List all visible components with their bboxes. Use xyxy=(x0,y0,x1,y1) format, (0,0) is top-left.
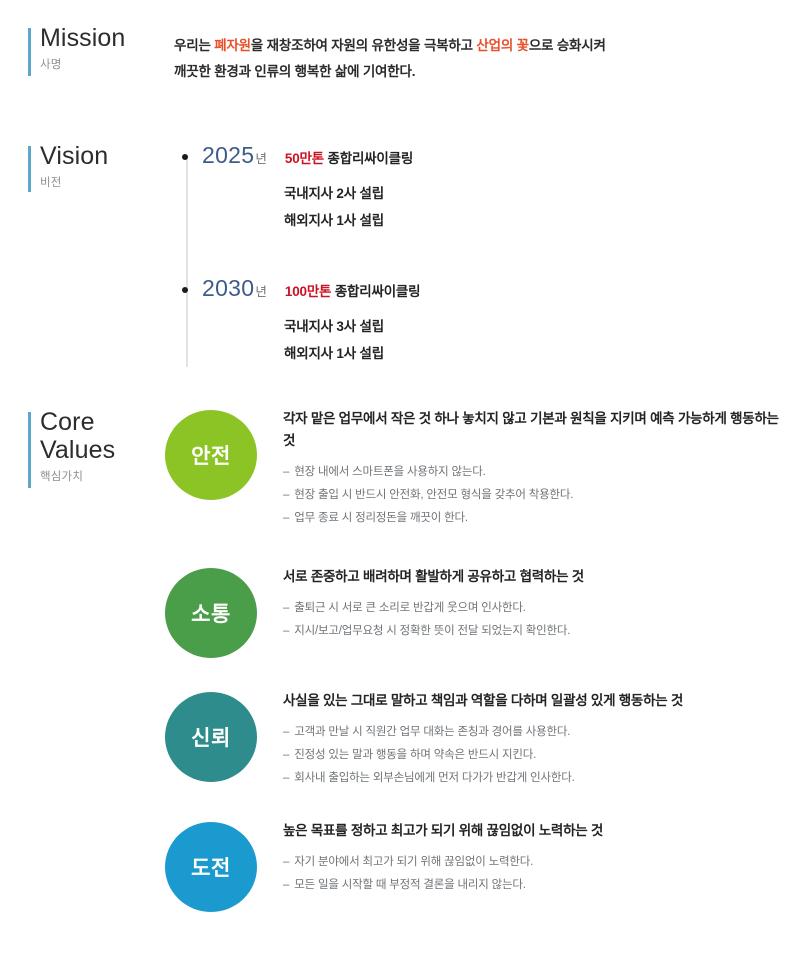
mission-text-post: 으로 승화시켜 xyxy=(528,38,606,53)
mission-heading-en: Mission xyxy=(40,24,126,52)
core-value-point: –회사내 출입하는 외부손님에게 먼저 다가가 반갑게 인사한다. xyxy=(283,767,783,790)
core-value-point-text: 진정성 있는 말과 행동을 하며 약속은 반드시 지킨다. xyxy=(294,749,537,762)
timeline-bullet-dot xyxy=(182,154,188,160)
mission-line-1: 우리는 폐자원을 재창조하여 자원의 유한성을 극복하고 산업의 꽃으로 승화시… xyxy=(174,33,774,59)
mission-accent-bar xyxy=(28,28,31,76)
core-value-point: –현장 내에서 스마트폰을 사용하지 않는다. xyxy=(283,461,783,484)
core-value-point-text: 고객과 만날 시 직원간 업무 대화는 존칭과 경어를 사용한다. xyxy=(294,725,571,738)
vision-heading-en: Vision xyxy=(40,142,109,170)
mission-highlight-industry-flower: 산업의 꽃 xyxy=(476,38,529,53)
core-value-point-text: 회사내 출입하는 외부손님에게 먼저 다가가 반갑게 인사한다. xyxy=(294,772,575,785)
core-value-point-text: 현장 내에서 스마트폰을 사용하지 않는다. xyxy=(294,465,486,478)
core-value-point: –고객과 만날 시 직원간 업무 대화는 존칭과 경어를 사용한다. xyxy=(283,721,783,744)
timeline-bullet-dot xyxy=(182,287,188,293)
core-value-title: 서로 존중하고 배려하며 활발하게 공유하고 협력하는 것 xyxy=(283,569,584,584)
vision-heading-block: Vision 비전 xyxy=(28,142,109,192)
core-value-badge-challenge: 도전 xyxy=(165,822,257,912)
vision-milestone-headline: 2025년 50만톤 종합리싸이클링 xyxy=(202,142,413,169)
core-value-title: 각자 맡은 업무에서 작은 것 하나 놓치지 않고 기본과 원칙을 지키며 예측… xyxy=(283,411,779,448)
vision-accent-bar xyxy=(28,146,31,192)
core-value-point-list: –자기 분야에서 최고가 되기 위해 끊임없이 노력한다. –모든 일을 시작할… xyxy=(283,851,783,897)
list-dash-icon: – xyxy=(283,625,290,638)
core-value-point-text: 자기 분야에서 최고가 되기 위해 끊임없이 노력한다. xyxy=(294,855,534,868)
core-value-point-text: 지시/보고/업무요청 시 정확한 뜻이 전달 되었는지 확인한다. xyxy=(294,625,571,638)
list-dash-icon: – xyxy=(283,512,290,525)
core-value-title: 높은 목표를 정하고 최고가 되기 위해 끊임없이 노력하는 것 xyxy=(283,823,604,838)
vision-target-amount: 50만톤 xyxy=(284,151,324,166)
mission-highlight-waste-resource: 폐자원 xyxy=(214,38,251,53)
list-dash-icon: – xyxy=(283,601,290,614)
core-value-content: 사실을 있는 그대로 말하고 책임과 역할을 다하며 일괄성 있게 행동하는 것… xyxy=(283,690,783,791)
core-values-heading-ko: 핵심가치 xyxy=(40,471,84,483)
core-value-point-text: 업무 종료 시 정리정돈을 깨끗이 한다. xyxy=(294,512,468,525)
core-values-heading-en: Core Values xyxy=(40,408,116,464)
list-dash-icon: – xyxy=(283,725,290,738)
vision-subline-list: 국내지사 2사 설립 해외지사 1사 설립 xyxy=(284,180,384,234)
core-value-point-list: –현장 내에서 스마트폰을 사용하지 않는다. –현장 출입 시 반드시 안전화… xyxy=(283,461,783,531)
mission-text-mid: 을 재창조하여 자원의 유한성을 극복하고 xyxy=(250,38,477,53)
list-dash-icon: – xyxy=(283,749,290,762)
vision-year: 2025 xyxy=(202,142,255,168)
vision-milestone-headline: 2030년 100만톤 종합리싸이클링 xyxy=(202,275,421,302)
core-value-point: –진정성 있는 말과 행동을 하며 약속은 반드시 지킨다. xyxy=(283,744,783,767)
vision-target-amount: 100만톤 xyxy=(284,284,332,299)
vision-year: 2030 xyxy=(202,275,255,301)
core-value-point-text: 현장 출입 시 반드시 안전화, 안전모 형식을 갖추어 착용한다. xyxy=(294,488,574,501)
core-values-accent-bar xyxy=(28,412,31,488)
vision-target-label: 종합리싸이클링 xyxy=(323,151,414,166)
core-value-point: –현장 출입 시 반드시 안전화, 안전모 형식을 갖추어 착용한다. xyxy=(283,484,783,507)
core-value-point-text: 모든 일을 시작할 때 부정적 결론을 내리지 않는다. xyxy=(294,879,526,892)
list-dash-icon: – xyxy=(283,879,290,892)
vision-year-suffix: 년 xyxy=(255,152,267,166)
mission-statement: 우리는 폐자원을 재창조하여 자원의 유한성을 극복하고 산업의 꽃으로 승화시… xyxy=(174,33,774,85)
core-values-heading-block: Core Values 핵심가치 xyxy=(28,408,116,488)
mission-text-pre: 우리는 xyxy=(174,38,215,53)
core-value-point-list: –출퇴근 시 서로 큰 소리로 반갑게 웃으며 인사한다. –지시/보고/업무요… xyxy=(283,597,783,643)
core-value-point: –지시/보고/업무요청 시 정확한 뜻이 전달 되었는지 확인한다. xyxy=(283,620,783,643)
core-value-point: –모든 일을 시작할 때 부정적 결론을 내리지 않는다. xyxy=(283,874,783,897)
core-value-point: –자기 분야에서 최고가 되기 위해 끊임없이 노력한다. xyxy=(283,851,783,874)
core-value-point-text: 출퇴근 시 서로 큰 소리로 반갑게 웃으며 인사한다. xyxy=(294,601,526,614)
core-value-badge-trust: 신뢰 xyxy=(165,692,257,782)
list-dash-icon: – xyxy=(283,465,290,478)
vision-subline: 해외지사 1사 설립 xyxy=(284,346,384,361)
core-value-badge-safety: 안전 xyxy=(165,410,257,500)
mission-heading-ko: 사명 xyxy=(40,59,62,71)
core-value-point: –출퇴근 시 서로 큰 소리로 반갑게 웃으며 인사한다. xyxy=(283,597,783,620)
vision-subline: 해외지사 1사 설립 xyxy=(284,213,384,228)
vision-heading-ko: 비전 xyxy=(40,177,62,189)
mission-heading-block: Mission 사명 xyxy=(28,24,126,76)
list-dash-icon: – xyxy=(283,488,290,501)
list-dash-icon: – xyxy=(283,855,290,868)
list-dash-icon: – xyxy=(283,772,290,785)
vision-target: 100만톤 종합리싸이클링 xyxy=(284,284,421,299)
vision-subline-list: 국내지사 3사 설립 해외지사 1사 설립 xyxy=(284,313,384,367)
core-value-badge-communication: 소통 xyxy=(165,568,257,658)
vision-subline: 국내지사 2사 설립 xyxy=(284,186,384,201)
vision-subline: 국내지사 3사 설립 xyxy=(284,319,384,334)
core-value-content: 각자 맡은 업무에서 작은 것 하나 놓치지 않고 기본과 원칙을 지키며 예측… xyxy=(283,408,783,530)
vision-year-suffix: 년 xyxy=(255,285,267,299)
core-value-content: 서로 존중하고 배려하며 활발하게 공유하고 협력하는 것 –출퇴근 시 서로 … xyxy=(283,566,783,643)
vision-target: 50만톤 종합리싸이클링 xyxy=(285,151,413,166)
mission-line-2: 깨끗한 환경과 인류의 행복한 삶에 기여한다. xyxy=(174,63,416,79)
core-value-content: 높은 목표를 정하고 최고가 되기 위해 끊임없이 노력하는 것 –자기 분야에… xyxy=(283,820,783,897)
vision-timeline-line xyxy=(186,155,188,367)
core-value-point-list: –고객과 만날 시 직원간 업무 대화는 존칭과 경어를 사용한다. –진정성 … xyxy=(283,721,783,791)
core-value-point: –업무 종료 시 정리정돈을 깨끗이 한다. xyxy=(283,507,783,530)
core-value-title: 사실을 있는 그대로 말하고 책임과 역할을 다하며 일괄성 있게 행동하는 것 xyxy=(283,693,684,708)
vision-target-label: 종합리싸이클링 xyxy=(331,284,421,299)
